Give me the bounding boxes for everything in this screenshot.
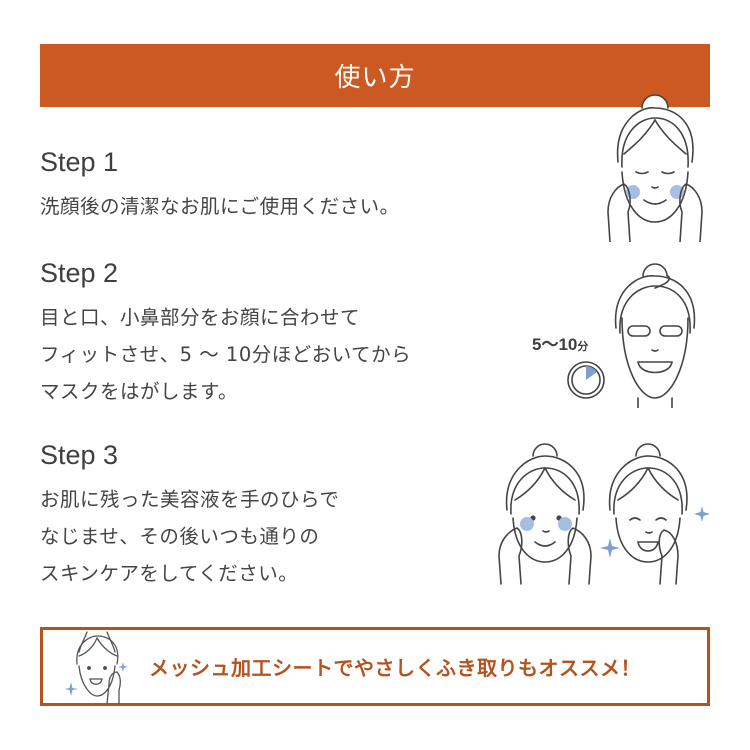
step-3-line: お肌に残った美容液を手のひらで bbox=[40, 488, 340, 511]
step-2-body: 目と口、小鼻部分をお顔に合わせて フィットさせ、5 ～ 10分ほどおいてから マ… bbox=[40, 299, 411, 410]
tip-text: メッシュ加工シートでやさしくふき取りもオススメ！ bbox=[149, 656, 641, 680]
step-3-title: Step 3 bbox=[40, 440, 119, 470]
step-3-body: お肌に残った美容液を手のひらで なじませ、その後いつも通りの スキンケアをしてく… bbox=[40, 481, 339, 592]
face-smile-illustration-icon bbox=[596, 438, 714, 586]
step-2: Step 2 目と口、小鼻部分をお顔に合わせて フィットさせ、5 ～ 10分ほど… bbox=[40, 257, 411, 410]
face-pat-illustration-icon bbox=[495, 438, 595, 586]
step-3: Step 3 お肌に残った美容液を手のひらで なじませ、その後いつも通りの スキ… bbox=[40, 439, 339, 592]
step-1-title: Step 1 bbox=[40, 147, 119, 177]
step-3-line: なじませ、その後いつも通りの bbox=[40, 525, 320, 548]
section-title: 使い方 bbox=[334, 63, 416, 93]
face-mask-illustration-icon bbox=[608, 258, 703, 408]
timer-unit: 分 bbox=[577, 341, 589, 353]
tip-banner: メッシュ加工シートでやさしくふき取りもオススメ！ bbox=[40, 627, 710, 706]
face-wash-illustration-icon bbox=[600, 92, 710, 242]
step-1: Step 1 洗顔後の清潔なお肌にご使用ください。 bbox=[40, 146, 400, 225]
step-2-line: マスクをはがします。 bbox=[40, 380, 239, 403]
step-3-line: スキンケアをしてください。 bbox=[40, 562, 299, 585]
step-2-line: 目と口、小鼻部分をお顔に合わせて bbox=[40, 306, 361, 329]
section-header: 使い方 bbox=[40, 44, 710, 107]
timer-duration: 5～10 bbox=[532, 335, 578, 354]
step-2-line: フィットさせ、5 ～ 10分ほどおいてから bbox=[40, 343, 412, 366]
face-wipe-illustration-icon bbox=[64, 624, 145, 708]
timer-icon bbox=[566, 360, 606, 400]
timer-label: 5～10分 bbox=[532, 330, 588, 355]
step-1-body: 洗顔後の清潔なお肌にご使用ください。 bbox=[40, 188, 400, 225]
step-2-title: Step 2 bbox=[40, 258, 119, 288]
step-1-line: 洗顔後の清潔なお肌にご使用ください。 bbox=[40, 195, 400, 218]
